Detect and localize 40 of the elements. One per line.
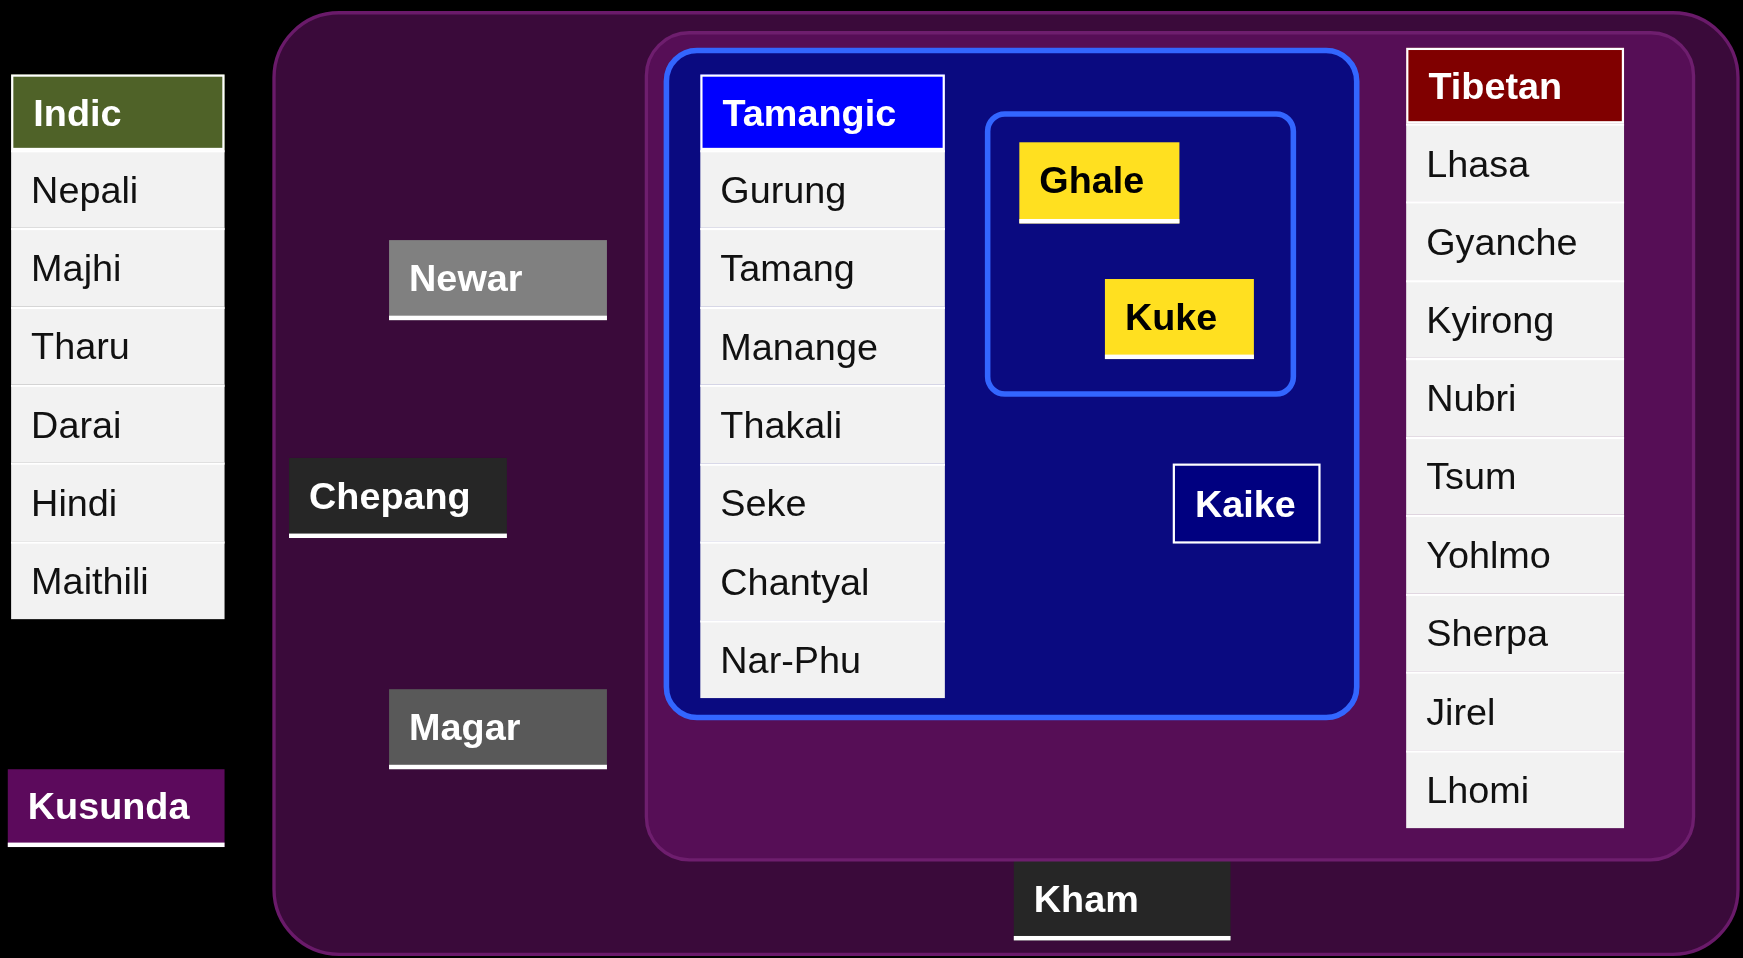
group-box: [663, 47, 1360, 721]
list-header: Tibetan: [1406, 47, 1625, 124]
language-list: [700, 74, 945, 699]
list-item: Tamang: [700, 228, 945, 307]
language-label: Kusunda: [7, 769, 225, 848]
list-item: Lhasa: [1406, 123, 1625, 202]
language-label: Kaike: [1172, 463, 1321, 544]
list-item: Maithili: [11, 540, 225, 620]
list-item: Yohlmo: [1406, 514, 1625, 594]
language-label: Kham: [1013, 860, 1231, 941]
language-list: [1406, 47, 1625, 829]
list-item: Jirel: [1406, 671, 1625, 750]
list-item: Nar-Phu: [700, 619, 945, 699]
list-item: Nubri: [1406, 358, 1625, 437]
language-label: Chepang: [289, 458, 507, 538]
list-item: Tharu: [11, 306, 225, 385]
list-item: Kyirong: [1406, 280, 1625, 359]
language-list: [11, 74, 225, 620]
group-box: [984, 111, 1297, 397]
list-item: Darai: [11, 384, 225, 463]
list-header: Tamangic: [700, 74, 945, 151]
list-item: Tsum: [1406, 436, 1625, 515]
list-item: Manange: [700, 306, 945, 385]
language-label: Ghale: [1019, 142, 1180, 224]
list-item: Gyanche: [1406, 201, 1625, 280]
list-item: Gurung: [700, 150, 945, 229]
list-item: Majhi: [11, 228, 225, 307]
language-label: Kuke: [1104, 279, 1254, 360]
list-item: Chantyal: [700, 541, 945, 620]
group-box: [644, 31, 1696, 862]
list-item: Lhomi: [1406, 749, 1625, 829]
list-header: Indic: [11, 74, 225, 151]
list-item: Nepali: [11, 150, 225, 229]
language-label: Magar: [389, 689, 607, 770]
language-label: Newar: [389, 240, 607, 321]
list-item: Seke: [700, 463, 945, 542]
list-item: Hindi: [11, 462, 225, 541]
list-item: Sherpa: [1406, 593, 1625, 672]
group-box: [272, 11, 1740, 956]
list-item: Thakali: [700, 384, 945, 464]
